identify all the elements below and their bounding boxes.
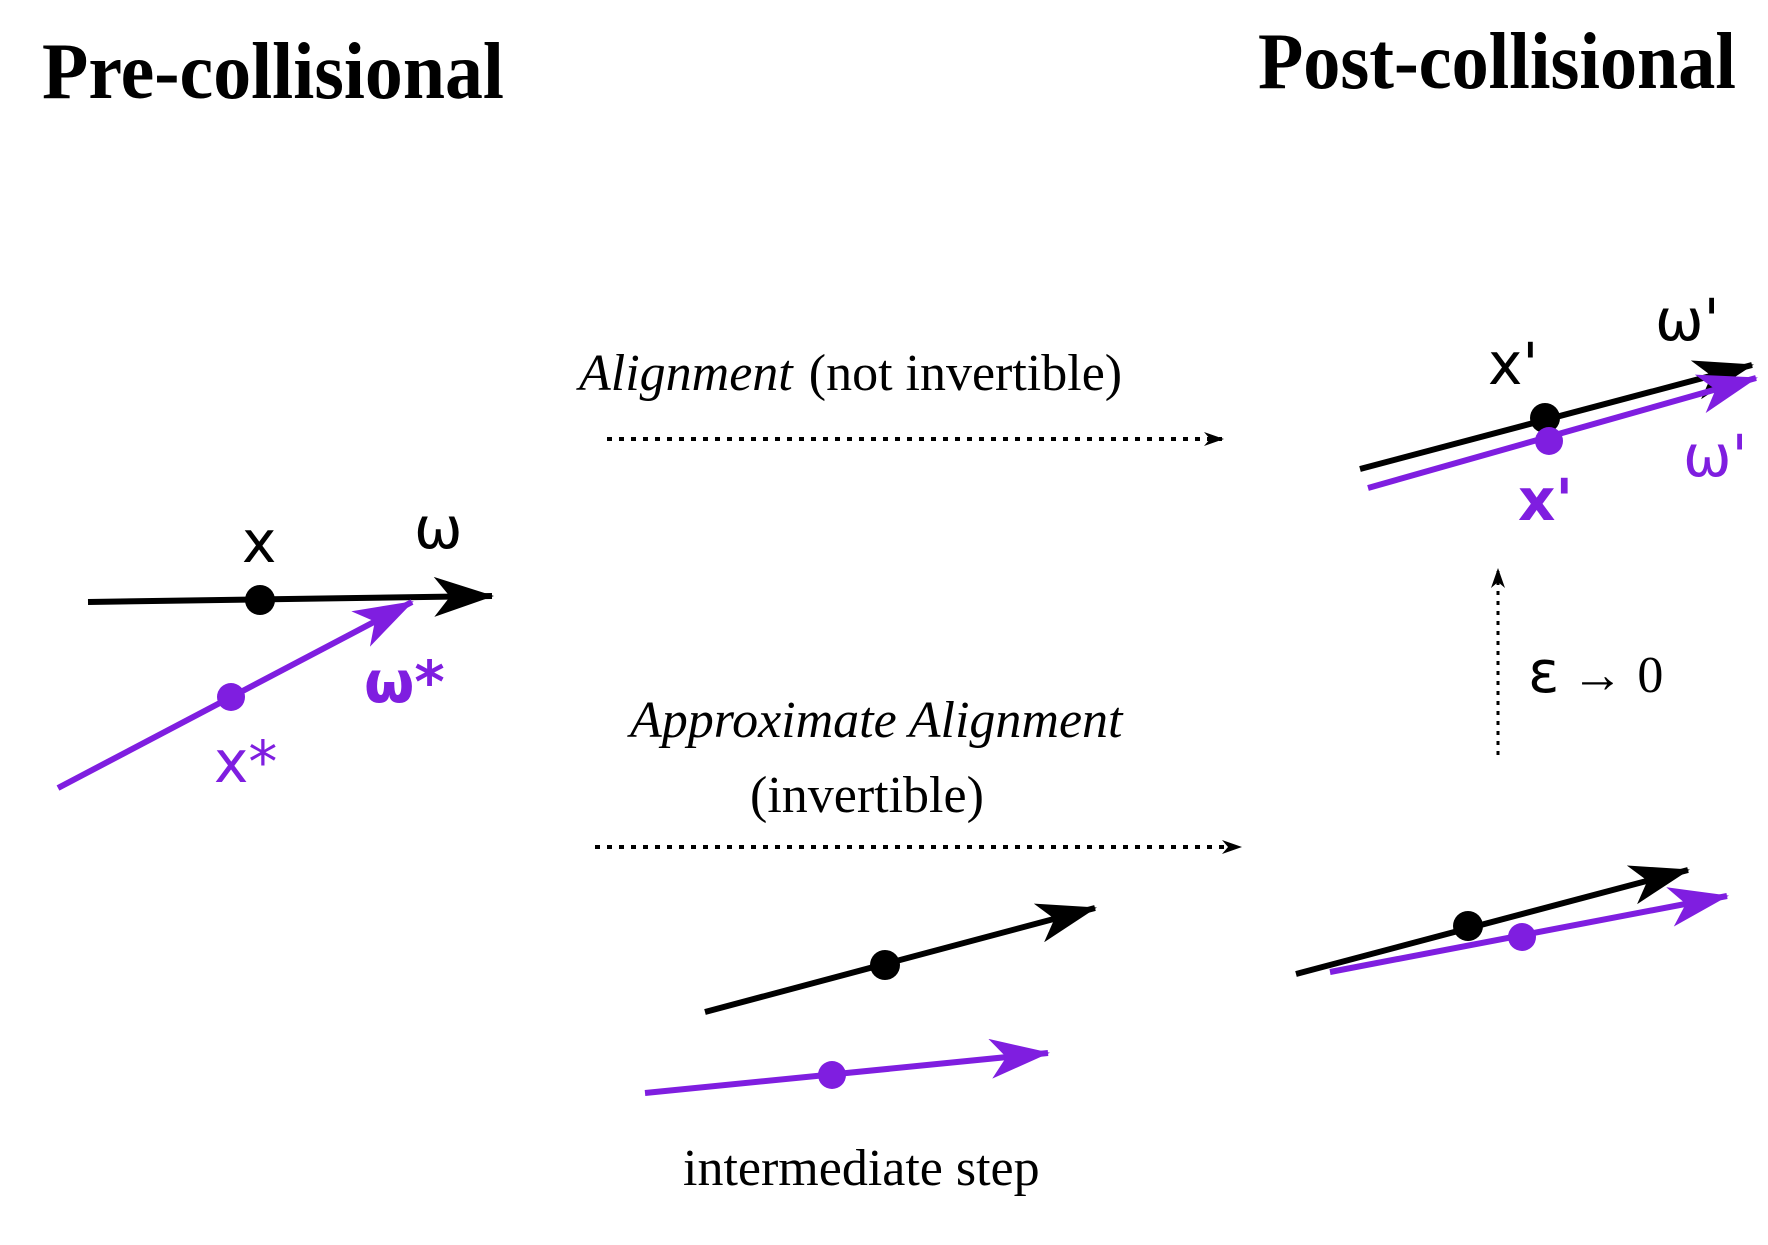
alignment-note: (not invertible) bbox=[809, 345, 1122, 402]
intermediate-black-arrow bbox=[704, 903, 1097, 1015]
label-omega: ω bbox=[414, 494, 463, 562]
epsilon-symbol: ε bbox=[1528, 638, 1559, 706]
particle-x-direction-arrow bbox=[87, 576, 494, 617]
label-x-prime-purple: x' bbox=[1518, 466, 1573, 534]
pre-collisional-group: x ω x* ω* bbox=[56, 494, 494, 796]
limit-zero: 0 bbox=[1637, 647, 1663, 704]
post-collisional-group: x' ω' x' ω' bbox=[1359, 286, 1758, 534]
particle-x-prime-purple-dot bbox=[1535, 427, 1563, 455]
label-omega-star: ω* bbox=[364, 648, 445, 716]
limit-arrow-symbol: → bbox=[1571, 647, 1623, 704]
label-x-star: x* bbox=[214, 728, 277, 796]
approximate-black-dot bbox=[1453, 911, 1483, 941]
label-omega-prime-purple: ω' bbox=[1683, 422, 1748, 490]
approximate-purple-dot bbox=[1508, 923, 1536, 951]
particle-x-dot bbox=[245, 585, 275, 615]
intermediate-purple-dot bbox=[818, 1061, 846, 1089]
particle-x-prime-purple-arrow bbox=[1367, 374, 1758, 491]
intermediate-black-dot bbox=[870, 950, 900, 980]
pre-collisional-heading: Pre-collisional bbox=[42, 28, 504, 116]
label-x-prime-black: x' bbox=[1488, 330, 1538, 398]
approximate-alignment-note: (invertible) bbox=[750, 767, 984, 824]
post-collisional-heading: Post-collisional bbox=[1258, 18, 1736, 106]
particle-x-prime-black-dot bbox=[1530, 403, 1560, 433]
alignment-name: Alignment bbox=[576, 345, 794, 402]
alignment-label: Alignment (not invertible) bbox=[576, 345, 1122, 402]
approximate-alignment-name: Approximate Alignment bbox=[627, 692, 1124, 749]
label-omega-prime-black: ω' bbox=[1655, 286, 1720, 354]
intermediate-purple-arrow bbox=[644, 1038, 1050, 1096]
approximate-result-group bbox=[1295, 865, 1729, 977]
intermediate-step-group: intermediate step bbox=[644, 903, 1097, 1197]
label-x: x bbox=[242, 508, 276, 576]
epsilon-limit-label: ε → 0 bbox=[1528, 638, 1663, 706]
particle-x-star-dot bbox=[217, 683, 245, 711]
approximate-black-arrow bbox=[1295, 865, 1690, 977]
intermediate-caption: intermediate step bbox=[683, 1140, 1040, 1197]
